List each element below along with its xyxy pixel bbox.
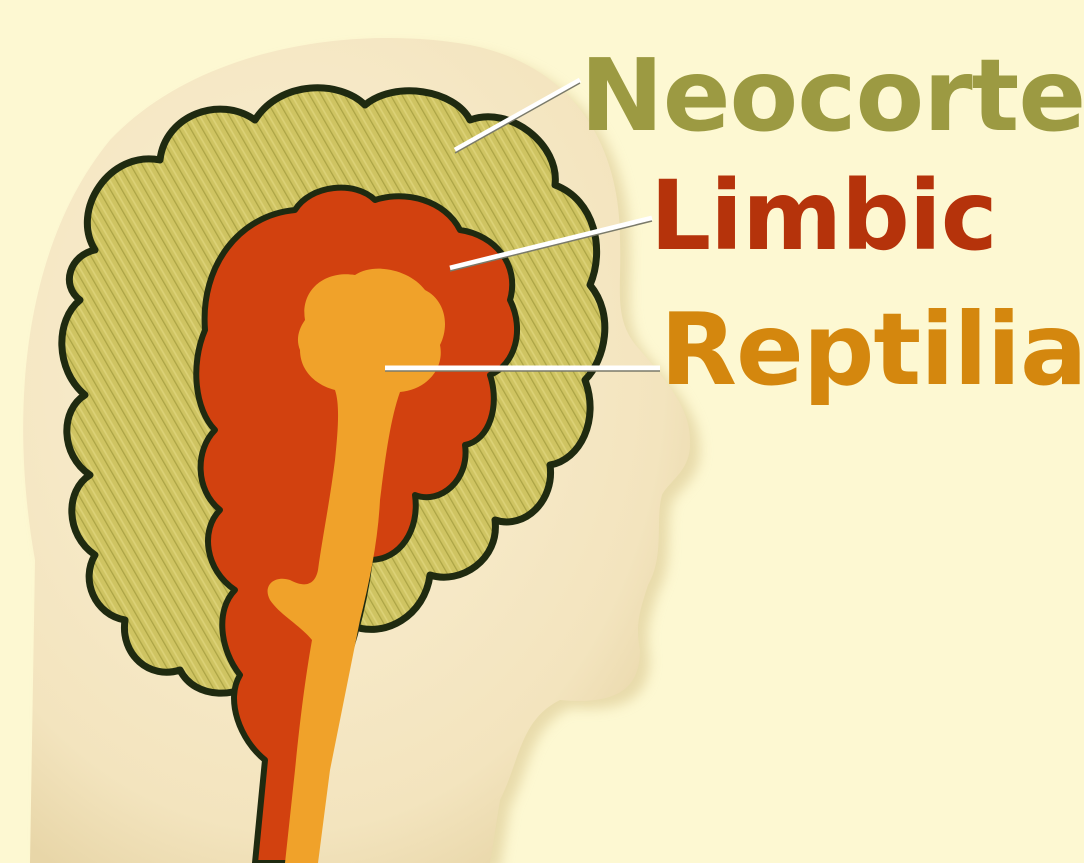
limbic-label: Limbic (650, 168, 997, 264)
reptilian-label: Reptilian (660, 300, 1084, 400)
neocortex-label: Neocortex (580, 46, 1084, 146)
